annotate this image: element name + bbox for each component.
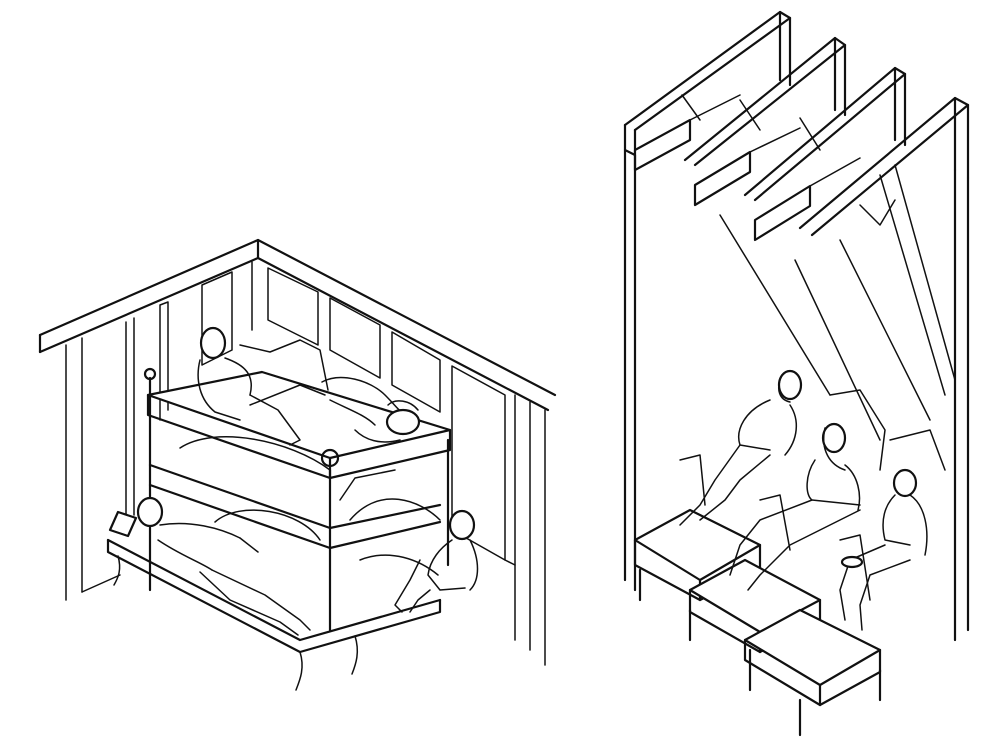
bunk-room-illustration [38, 238, 557, 691]
bunk-bed [143, 367, 452, 632]
room-walls [38, 238, 557, 666]
figure-lower-lying [108, 496, 311, 636]
floor-platform [106, 538, 442, 691]
figure-top-bunk-seated [197, 326, 329, 446]
figure-floor-sitting [394, 509, 479, 613]
roof-beams [623, 10, 970, 242]
figure-seated-man [839, 468, 928, 631]
cabinet-walls [623, 148, 970, 642]
figure-top-bunk-lying [321, 376, 421, 443]
figure-reclining-woman [679, 369, 803, 526]
stacked-seating-illustration [623, 10, 970, 737]
figure-seated-woman [729, 422, 861, 591]
stepped-seats [633, 389, 946, 737]
